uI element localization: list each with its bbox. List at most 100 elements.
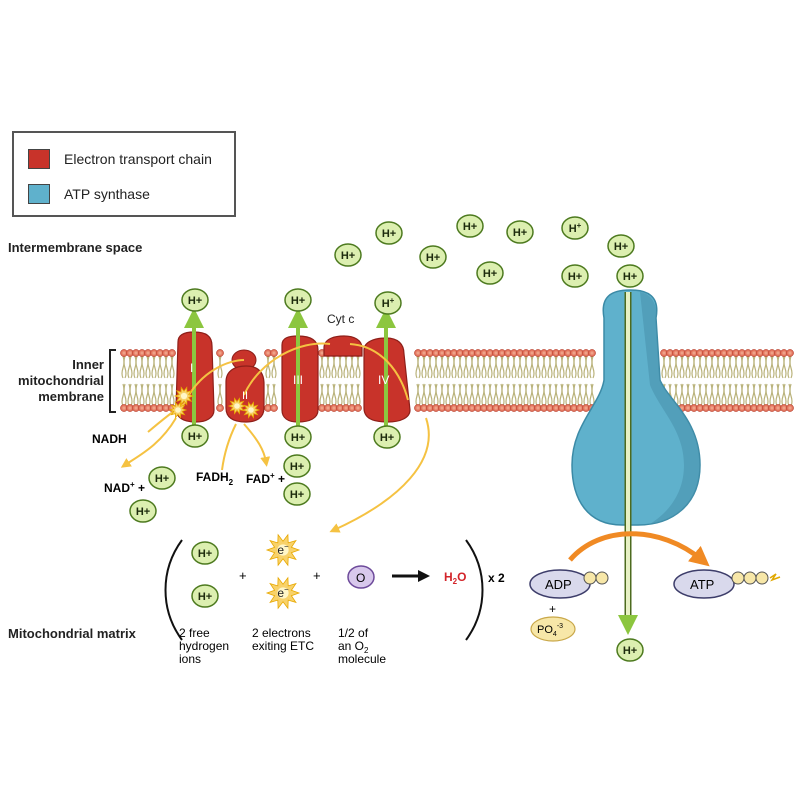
- cytc-label: Cyt c: [327, 312, 354, 326]
- electron-burst: [168, 401, 188, 419]
- complex-iv-label: IV: [378, 373, 389, 387]
- atp-molecule: ATP: [673, 569, 781, 599]
- hydrogen-ion: H+: [191, 584, 219, 608]
- hydrogen-ion: H+: [284, 288, 312, 312]
- hydrogen-ion: H+: [476, 261, 504, 285]
- hydrogen-ion-label: H+: [380, 432, 394, 444]
- atp-synthase-swatch: [28, 184, 50, 204]
- hydrogen-ion-label: H+: [463, 221, 477, 233]
- cytochrome-c: [323, 335, 363, 357]
- phosphate-label: PO4-3: [537, 623, 563, 638]
- hydrogen-ion-label: H+: [513, 227, 527, 239]
- electron-bursts: e− e−: [168, 386, 301, 610]
- hydrogen-ion-label: H+: [614, 241, 628, 253]
- hydrogen-ions: H+ H+ H+ H+ H+ H+ H+ H+ H+ H+ H+ H+ H+ H+ H+ H+ H+ H+ H+ H+…: [129, 214, 644, 662]
- electron-burst: [241, 401, 261, 419]
- membrane-bracket: [109, 349, 116, 413]
- phosphorylation-arrow: [568, 531, 710, 567]
- hydrogen-ion: H+: [374, 291, 402, 315]
- hydrogen-ion: H+: [148, 466, 176, 490]
- proton-arrows: [184, 308, 396, 428]
- electron-label: e−: [277, 542, 289, 557]
- legend-item-atp-synthase: ATP synthase: [28, 184, 150, 204]
- membrane-label-line-1: Inner: [72, 357, 104, 372]
- hydrogen-ion-label: H+: [382, 228, 396, 240]
- hydrogen-ion-label: H+: [382, 296, 395, 310]
- hydrogen-ion: H+: [375, 221, 403, 245]
- desc-oxygen-3: molecule: [338, 652, 386, 666]
- fad-label: FAD+ +: [246, 471, 285, 486]
- hydrogen-ion-label: H+: [426, 252, 440, 264]
- adp-label: ADP: [545, 577, 572, 592]
- membrane: [120, 349, 794, 412]
- desc-oxygen-1: 1/2 of: [338, 626, 369, 640]
- hydrogen-ion: H+: [373, 425, 401, 449]
- hydrogen-ion: H+: [191, 541, 219, 565]
- hydrogen-ion: H+: [129, 499, 157, 523]
- atp-production: ADP + PO4-3 ATP: [529, 531, 781, 642]
- hydrogen-ion-label: H+: [623, 645, 637, 657]
- hydrogen-ion-label: H+: [188, 295, 202, 307]
- legend: Electron transport chain ATP synthase: [12, 131, 236, 217]
- hydrogen-ion: H+: [181, 288, 209, 312]
- mitochondrial-matrix-label: Mitochondrial matrix: [8, 626, 136, 641]
- hydrogen-ion-label: H+: [569, 221, 582, 235]
- hydrogen-ion: H+: [616, 264, 644, 288]
- water-reaction: + + O H2O x 2 2 free hydrogen ions 2 ele…: [164, 539, 505, 666]
- hydrogen-ion-label: H+: [483, 268, 497, 280]
- electron-paths: [120, 342, 430, 533]
- hydrogen-ion: H+: [561, 264, 589, 288]
- hydrogen-ion: H+: [283, 454, 311, 478]
- hydrogen-ion: H+: [284, 425, 312, 449]
- electron: e−: [265, 533, 301, 567]
- electron: e−: [265, 576, 301, 610]
- hydrogen-ion: H+: [419, 245, 447, 269]
- hydrogen-ion-label: H+: [341, 250, 355, 262]
- times-two: x 2: [488, 571, 505, 585]
- desc-hydrogen-2: hydrogen: [179, 639, 229, 653]
- desc-electrons-1: 2 electrons: [252, 626, 311, 640]
- oxygen-atom: O: [347, 565, 375, 589]
- hydrogen-ion: H+: [456, 214, 484, 238]
- electron-burst: [227, 397, 247, 415]
- hydrogen-ion: H+: [181, 424, 209, 448]
- desc-hydrogen-1: 2 free: [179, 626, 210, 640]
- complex-ii-label: II: [242, 390, 248, 402]
- hydrogen-ion: H+: [607, 234, 635, 258]
- hydrogen-ion: H+: [334, 243, 362, 267]
- nad-label: NAD+ +: [104, 480, 145, 495]
- hydrogen-ion-label: H+: [568, 271, 582, 283]
- legend-label-atp-synthase: ATP synthase: [64, 186, 150, 202]
- complex-iii-label: III: [293, 373, 303, 387]
- hydrogen-ion-label: H+: [623, 271, 637, 283]
- hydrogen-ion-label: H+: [188, 431, 202, 443]
- adp-plus: +: [549, 602, 556, 616]
- hydrogen-ion-label: H+: [291, 432, 305, 444]
- atp-synthase: [571, 289, 701, 635]
- hydrogen-ion: H+: [616, 638, 644, 662]
- hydrogen-ion-label: H+: [155, 473, 169, 485]
- hydrogen-ion: H+: [506, 220, 534, 244]
- hydrogen-ion-label: H+: [136, 506, 150, 518]
- hydrogen-ion-label: H+: [198, 548, 212, 560]
- reaction-plus-1: +: [239, 568, 247, 583]
- hydrogen-ion: H+: [283, 482, 311, 506]
- adp-molecule: ADP: [529, 569, 609, 599]
- hydrogen-ion-label: H+: [290, 461, 304, 473]
- hydrogen-ion-label: H+: [290, 489, 304, 501]
- intermembrane-space-label: Intermembrane space: [8, 240, 143, 255]
- electron-burst: [173, 386, 195, 406]
- electron-label: e−: [277, 585, 289, 600]
- fadh2-label: FADH2: [196, 470, 234, 487]
- hydrogen-ion-label: H+: [291, 295, 305, 307]
- complex-i-label: I: [190, 361, 193, 375]
- reaction-plus-2: +: [313, 568, 321, 583]
- inner-membrane-label: Inner mitochondrial membrane: [18, 357, 104, 405]
- hydrogen-ion: H+: [561, 216, 589, 240]
- membrane-label-line-2: mitochondrial: [18, 373, 104, 388]
- atp-label: ATP: [690, 577, 714, 592]
- desc-oxygen-2: an O2: [338, 639, 369, 655]
- water-label: H2O: [444, 570, 466, 586]
- desc-electrons-2: exiting ETC: [252, 639, 314, 653]
